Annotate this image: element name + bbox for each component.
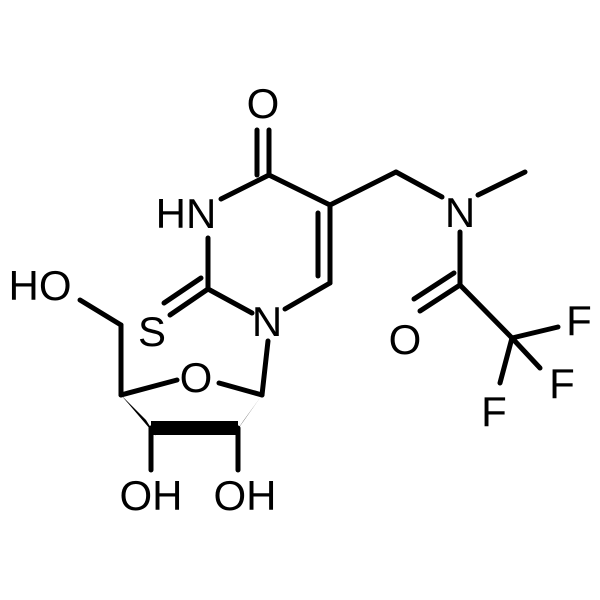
atom-o-carbonyl: O bbox=[247, 80, 280, 127]
bond-ch2-n bbox=[393, 169, 445, 200]
bond-carbonyl-cf3 bbox=[457, 282, 515, 341]
bond-c4-o4 bbox=[118, 377, 180, 398]
bond-c6-n1 bbox=[282, 280, 333, 312]
atom-oh-right: OH bbox=[214, 472, 277, 519]
atom-oh-left: OH bbox=[120, 472, 183, 519]
bonds bbox=[77, 127, 561, 473]
bond-carbonyl-o-double bbox=[411, 270, 457, 302]
bond-cf3-f-bottom bbox=[497, 335, 515, 386]
bond-c5-o5 bbox=[77, 297, 124, 328]
bond-carbonyl-o bbox=[417, 282, 463, 314]
atom-s: S bbox=[138, 308, 166, 355]
bond-c4-n3 bbox=[218, 172, 272, 202]
atom-o-amide: O bbox=[389, 316, 422, 363]
atom-n-amide: N bbox=[445, 189, 475, 236]
atom-o-furanose: O bbox=[180, 354, 213, 401]
bond-cf3-f-right bbox=[509, 324, 561, 341]
bond-c1-n1 bbox=[259, 338, 271, 398]
wedge-c4-c3 bbox=[121, 395, 156, 436]
atom-ho-top: HO bbox=[9, 262, 72, 309]
bond-cf3-f-mid bbox=[509, 335, 543, 371]
wedge-c1-c2 bbox=[233, 395, 262, 436]
bond-n-methyl bbox=[475, 169, 528, 198]
bond-c1-o4 bbox=[216, 380, 265, 398]
atom-f-mid: F bbox=[549, 360, 575, 407]
bond-c2-s bbox=[167, 286, 211, 318]
atom-f-right: F bbox=[566, 297, 592, 344]
bond-c5-ch2 bbox=[327, 169, 399, 208]
bond-c4-c5 bbox=[266, 172, 333, 208]
atom-n-ring: N bbox=[252, 298, 282, 345]
wedge-bonds bbox=[121, 395, 262, 436]
bond-c2-s-double bbox=[161, 275, 204, 306]
atom-labels: O HN S N O HO OH OH N O F F F bbox=[9, 80, 592, 519]
bond-n1-c2 bbox=[205, 286, 255, 316]
atom-nh: HN bbox=[156, 190, 217, 237]
atom-f-bottom: F bbox=[481, 388, 507, 435]
